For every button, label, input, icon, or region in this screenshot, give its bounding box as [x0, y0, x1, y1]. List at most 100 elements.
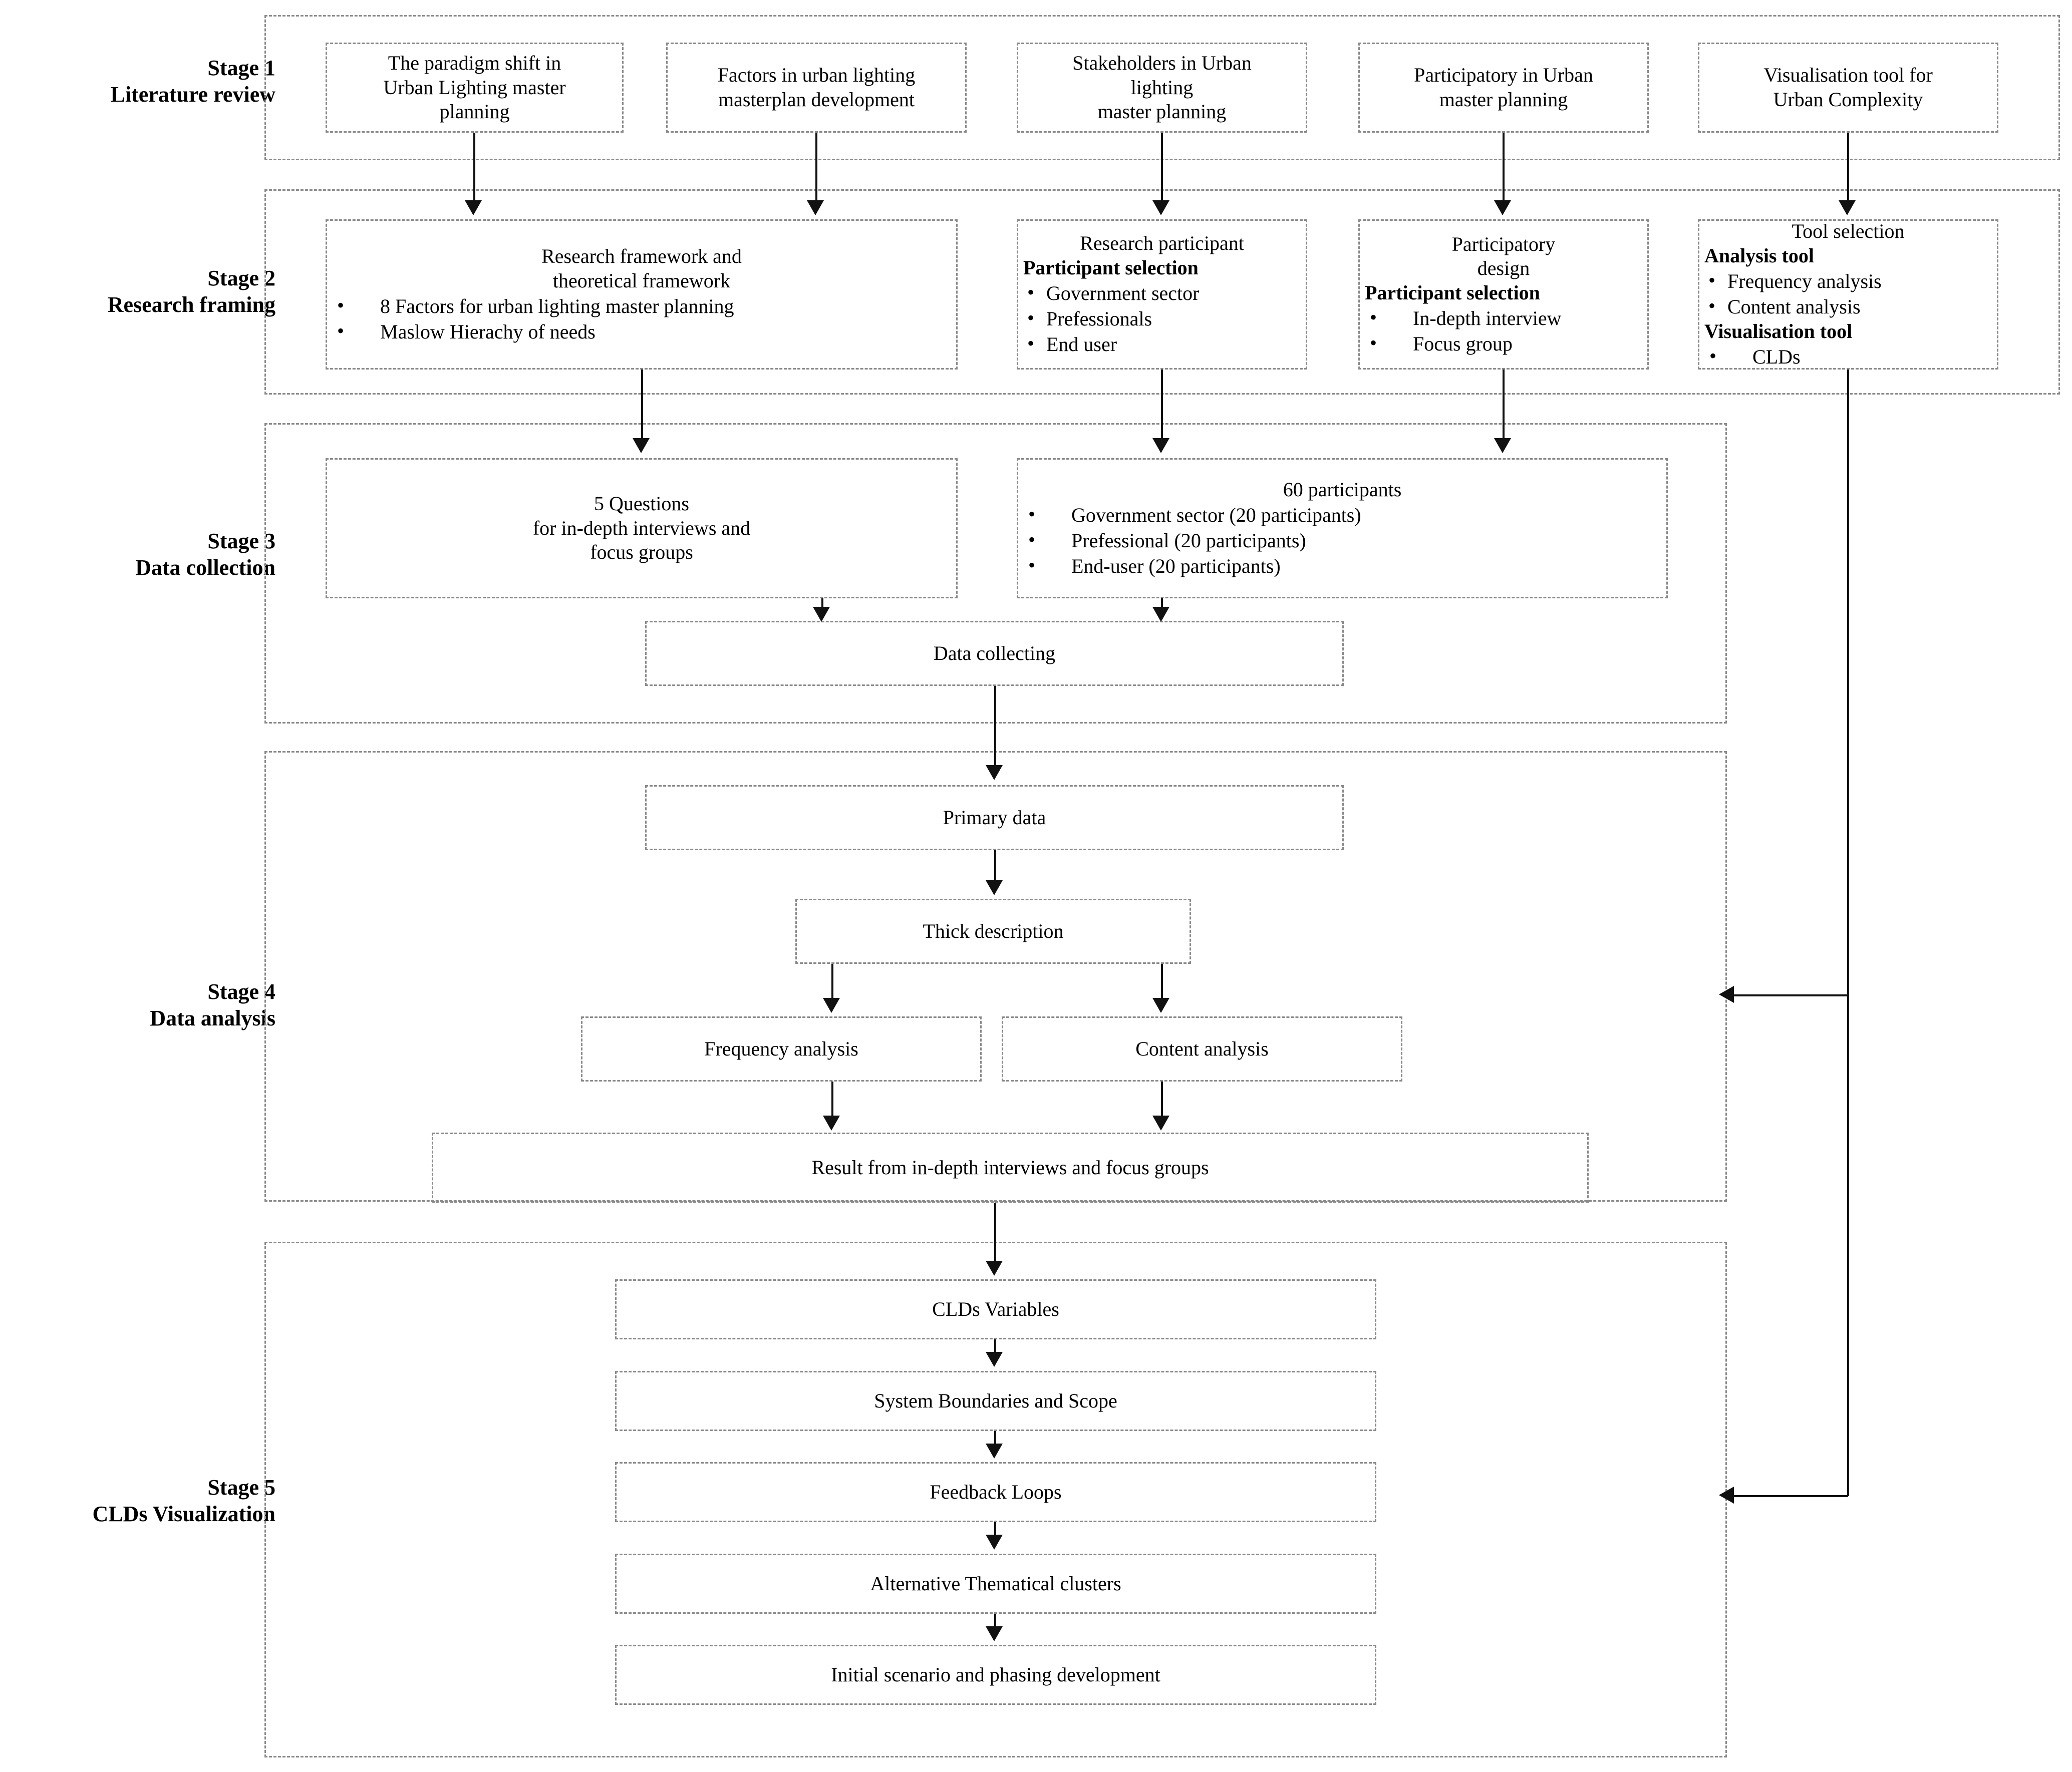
stage3-box-participants[interactable]: 60 participants Government sector (20 pa…: [1017, 458, 1668, 598]
stage1-box-participatory[interactable]: Participatory in Urban master planning: [1358, 43, 1649, 133]
stage-label-1: Stage 1 Literature review: [60, 55, 275, 108]
stage5-box-initial-scenario[interactable]: Initial scenario and phasing development: [615, 1645, 1376, 1705]
stage5-box-feedback-loops[interactable]: Feedback Loops: [615, 1462, 1376, 1522]
arrowhead-s1b1: [465, 200, 482, 215]
node-label: Primary data: [943, 806, 1046, 829]
arrowhead-result-clds: [986, 1261, 1003, 1276]
connector-datacollecting-to-primarydata: [994, 686, 996, 766]
node-line: Urban Lighting master: [383, 76, 566, 99]
connector-participant-to-participants: [1161, 370, 1163, 442]
stage-label-1-number: Stage 1: [207, 56, 275, 80]
connector-clusters-to-initial: [994, 1614, 996, 1630]
node-title: Tool selection: [1792, 220, 1905, 243]
list-item: Prefessionals: [1023, 305, 1199, 331]
node-line: Factors in urban lighting: [717, 64, 916, 87]
node-subhead: Participant selection: [1365, 281, 1540, 304]
connector-participants-to-datacollecting: [1161, 598, 1163, 613]
stage5-box-alternative-thematical-clusters[interactable]: Alternative Thematical clusters: [615, 1554, 1376, 1614]
stage2-box-research-framework[interactable]: Research framework and theoretical frame…: [326, 219, 958, 370]
arrowhead-dc-primary: [986, 765, 1003, 780]
arrowhead-participants-dc: [1152, 607, 1169, 622]
stage-label-3-name: Data collection: [135, 555, 275, 580]
stage2-box-participatory-design[interactable]: Participatory design Participant selecti…: [1358, 219, 1649, 370]
stage1-box-visualisation-tool[interactable]: Visualisation tool for Urban Complexity: [1698, 43, 1998, 133]
node-label: Frequency analysis: [704, 1037, 858, 1060]
list-item: Content analysis: [1704, 293, 1882, 319]
stage3-box-questions[interactable]: 5 Questions for in-depth interviews and …: [326, 458, 958, 598]
arrowhead-s1b5: [1839, 200, 1856, 215]
stage-label-3: Stage 3 Data collection: [60, 528, 275, 581]
node-label: Data collecting: [933, 641, 1056, 664]
arrowhead-framework: [633, 438, 650, 453]
stage-label-2-name: Research framing: [107, 292, 275, 317]
stage-label-1-name: Literature review: [110, 82, 275, 107]
connector-s1b1-to-s2: [473, 133, 475, 205]
arrowhead-participant: [1152, 438, 1169, 453]
stage2-box-research-participant[interactable]: Research participant Participant selecti…: [1017, 219, 1307, 370]
node-title-line: theoretical framework: [552, 269, 731, 292]
participatory-design-bullets: In-depth interview Focus group: [1365, 304, 1562, 357]
connector-frequency-to-result: [831, 1082, 833, 1118]
stage1-box-stakeholders[interactable]: Stakeholders in Urban lighting master pl…: [1017, 43, 1307, 133]
node-title: Research participant: [1080, 232, 1244, 255]
stage1-box-factors[interactable]: Factors in urban lighting masterplan dev…: [666, 43, 967, 133]
list-item: CLDs: [1704, 343, 1801, 370]
connector-boundaries-to-feedback: [994, 1431, 996, 1447]
node-label: Thick description: [923, 919, 1064, 942]
arrowhead-s1b2: [807, 200, 824, 215]
node-label: Content analysis: [1135, 1037, 1269, 1060]
node-line: master planning: [1097, 100, 1227, 123]
list-item: End-user (20 participants): [1023, 552, 1361, 579]
node-line: planning: [439, 100, 510, 123]
node-line: Urban Complexity: [1773, 88, 1923, 111]
node-line: The paradigm shift in: [388, 51, 561, 74]
stage5-box-system-boundaries[interactable]: System Boundaries and Scope: [615, 1371, 1376, 1431]
list-item: Government sector: [1023, 279, 1199, 306]
stage4-box-primary-data[interactable]: Primary data: [645, 785, 1344, 850]
node-title-line: Research framework and: [541, 245, 742, 268]
node-line: for in-depth interviews and: [532, 516, 751, 539]
stage2-box-tool-selection[interactable]: Tool selection Analysis tool Frequency a…: [1698, 219, 1998, 370]
arrowhead-primary-thick: [986, 880, 1003, 895]
arrowhead-s1b3: [1152, 200, 1169, 215]
connector-toolselection-trunk: [1847, 370, 1849, 1496]
connector-toolselection-to-stage4: [1734, 994, 1848, 996]
node-line: focus groups: [590, 541, 693, 564]
node-label: Result from in-depth interviews and focu…: [811, 1156, 1209, 1179]
stage4-box-result[interactable]: Result from in-depth interviews and focu…: [432, 1133, 1589, 1203]
research-participant-bullets: Government sector Prefessionals End user: [1023, 279, 1199, 358]
node-subhead-analysis: Analysis tool: [1704, 244, 1814, 267]
arrowhead-clds-boundaries: [986, 1352, 1003, 1367]
connector-framework-to-questions: [641, 370, 643, 442]
connector-s1b5-to-s2: [1847, 133, 1849, 205]
stage-label-3-number: Stage 3: [207, 529, 275, 553]
stage-label-4: Stage 4 Data analysis: [60, 979, 275, 1032]
connector-clds-to-boundaries: [994, 1339, 996, 1355]
arrowhead-boundaries-feedback: [986, 1444, 1003, 1459]
stage4-box-content-analysis[interactable]: Content analysis: [1002, 1016, 1402, 1082]
connector-s1b3-to-s2: [1161, 133, 1163, 205]
connector-toolselection-to-stage5: [1734, 1495, 1848, 1497]
arrowhead-questions-dc: [813, 607, 830, 622]
node-label: Initial scenario and phasing development: [831, 1663, 1160, 1686]
stage3-box-data-collecting[interactable]: Data collecting: [645, 621, 1344, 686]
stage4-box-frequency-analysis[interactable]: Frequency analysis: [581, 1016, 982, 1082]
node-line: Visualisation tool for: [1763, 64, 1933, 87]
list-item: Frequency analysis: [1704, 267, 1882, 294]
stage5-box-clds-variables[interactable]: CLDs Variables: [615, 1279, 1376, 1339]
node-subhead-visualisation: Visualisation tool: [1704, 320, 1853, 342]
stage1-box-paradigm-shift[interactable]: The paradigm shift in Urban Lighting mas…: [326, 43, 624, 133]
node-title: 60 participants: [1283, 478, 1402, 501]
node-label: Feedback Loops: [930, 1480, 1062, 1503]
arrowhead-thick-freq: [823, 998, 840, 1013]
connector-design-to-participants: [1503, 370, 1505, 442]
stage-label-5: Stage 5 CLDs Visualization: [10, 1475, 275, 1528]
arrowhead-feedback-clusters: [986, 1535, 1003, 1550]
connector-s1b4-to-s2: [1503, 133, 1505, 205]
connector-content-to-result: [1161, 1082, 1163, 1118]
node-label: Alternative Thematical clusters: [870, 1572, 1121, 1595]
stage4-box-thick-description[interactable]: Thick description: [795, 899, 1191, 964]
connector-result-to-clds: [994, 1203, 996, 1263]
stage-label-5-name: CLDs Visualization: [92, 1501, 275, 1526]
